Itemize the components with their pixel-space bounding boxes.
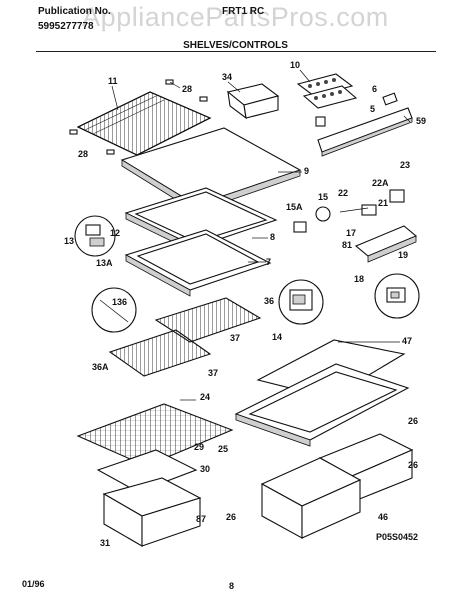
wire-shelf-36A (108, 329, 212, 377)
callout-31: 31 (100, 538, 110, 548)
callout-59: 59 (416, 116, 426, 126)
callout-24: 24 (200, 392, 210, 402)
callout-15A: 15A (286, 202, 303, 212)
callout-18: 18 (354, 274, 364, 284)
callout-28-left: 28 (78, 149, 88, 159)
utility-bin (226, 83, 280, 120)
callout-87: 87 (196, 514, 206, 524)
control-rail (315, 92, 413, 157)
callout-6: 6 (372, 84, 377, 94)
drawing-id: P05S0452 (376, 532, 418, 542)
callout-7: 7 (266, 257, 271, 267)
wire-shelf-top (76, 91, 212, 156)
glass-shelf-9 (120, 127, 302, 213)
callout-21: 21 (378, 198, 388, 208)
watermark: AppliancePartsPros.com (82, 2, 389, 32)
callout-11: 11 (108, 76, 118, 86)
callout-46: 46 (378, 512, 388, 522)
footer-date: 01/96 (22, 579, 45, 589)
glass-cover-30 (96, 449, 198, 493)
callout-29: 29 (194, 442, 204, 452)
cover-inset-14 (278, 279, 324, 325)
crisper-pan-31 (102, 477, 202, 547)
callout-13: 13 (64, 236, 74, 246)
light-and-controls (293, 189, 405, 233)
publication-number: 5995277778 (38, 21, 94, 32)
callout-8: 8 (270, 232, 275, 242)
model-number: FRT1 RC (222, 6, 265, 17)
publication-label: Publication No. (38, 6, 111, 17)
callout-81: 81 (342, 240, 352, 250)
callout-12: 12 (110, 228, 120, 238)
callout-26-upper: 26 (408, 416, 418, 426)
shelf-support-pins (69, 79, 208, 155)
callout-23: 23 (400, 160, 410, 170)
callout-26-mid: 26 (408, 460, 418, 470)
callout-34: 34 (222, 72, 232, 82)
callout-47: 47 (402, 336, 412, 346)
end-cap-inset (91, 287, 137, 333)
section-title: SHELVES/CONTROLS (183, 40, 288, 51)
callout-26-lower: 26 (226, 512, 236, 522)
leader-lines (111, 69, 411, 401)
callout-13A: 13A (96, 258, 113, 268)
callout-22: 22 (338, 188, 348, 198)
header-rule (36, 51, 436, 52)
switch-inset-19 (374, 273, 420, 319)
crisper-frame-25 (234, 363, 410, 447)
shelf-frame-7 (124, 229, 272, 297)
callout-9: 9 (304, 166, 309, 176)
bracket-inset (74, 215, 116, 257)
callout-25: 25 (218, 444, 228, 454)
callout-28-top: 28 (182, 84, 192, 94)
callout-30: 30 (200, 464, 210, 474)
control-housing-17 (354, 225, 418, 263)
wire-shelf-24 (76, 403, 234, 467)
callout-10: 10 (290, 60, 300, 70)
crisper-pan-right-front (260, 457, 362, 539)
callout-37-lower: 37 (208, 368, 218, 378)
egg-trays (296, 73, 358, 109)
callout-22A: 22A (372, 178, 389, 188)
callout-36A: 36A (92, 362, 109, 372)
page-number: 8 (229, 581, 235, 591)
callout-5: 5 (370, 104, 375, 114)
callout-37-right: 37 (230, 333, 240, 343)
callout-labels: 11 28 34 10 6 5 59 28 9 23 22A 22 21 15 … (64, 60, 426, 548)
callout-36: 36 (264, 296, 274, 306)
callout-19: 19 (398, 250, 408, 260)
callout-136: 136 (112, 297, 127, 307)
callout-14: 14 (272, 332, 282, 342)
callout-15: 15 (318, 192, 328, 202)
callout-17: 17 (346, 228, 356, 238)
